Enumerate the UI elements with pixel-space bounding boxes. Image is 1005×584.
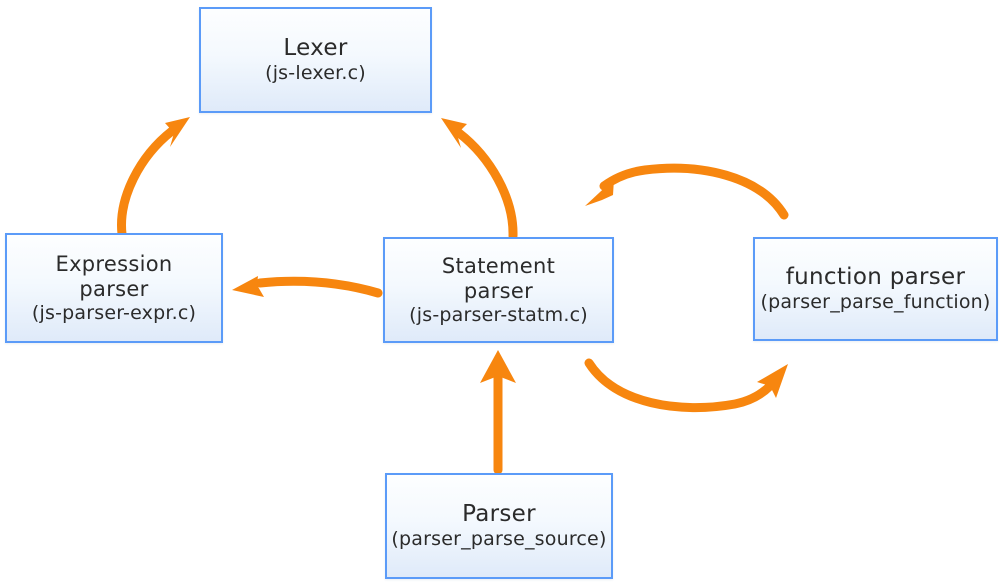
node-lexer-title: Lexer bbox=[283, 35, 348, 62]
node-expression-parser-title-line2: parser bbox=[79, 276, 149, 301]
edge-parser-to-statement bbox=[480, 350, 516, 475]
node-function-parser-title: function parser bbox=[785, 264, 966, 291]
node-statement-parser-subtitle: (js-parser-statm.c) bbox=[409, 303, 588, 326]
node-expression-parser-title-line1: Expression bbox=[55, 252, 173, 277]
node-statement-parser-title-line1: Statement bbox=[441, 254, 556, 279]
edge-statement-to-lexer bbox=[441, 118, 518, 241]
node-expression-parser[interactable]: Expression parser (js-parser-expr.c) bbox=[5, 233, 223, 343]
node-function-parser[interactable]: function parser (parser_parse_function) bbox=[753, 237, 998, 341]
node-lexer[interactable]: Lexer (js-lexer.c) bbox=[199, 7, 432, 113]
node-expression-parser-subtitle: (js-parser-expr.c) bbox=[31, 301, 197, 324]
edge-function-to-statement bbox=[585, 163, 789, 220]
node-statement-parser-title-line2: parser bbox=[463, 278, 534, 303]
node-parser[interactable]: Parser (parser_parse_source) bbox=[385, 473, 613, 579]
node-function-parser-subtitle: (parser_parse_function) bbox=[760, 291, 991, 314]
edge-statement-to-expression bbox=[232, 276, 383, 298]
edge-expression-to-lexer bbox=[117, 117, 190, 239]
node-statement-parser[interactable]: Statement parser (js-parser-statm.c) bbox=[383, 237, 614, 343]
node-parser-title: Parser bbox=[462, 501, 536, 528]
edge-statement-to-function bbox=[584, 358, 788, 413]
node-lexer-subtitle: (js-lexer.c) bbox=[265, 62, 366, 85]
node-parser-subtitle: (parser_parse_source) bbox=[391, 528, 607, 551]
